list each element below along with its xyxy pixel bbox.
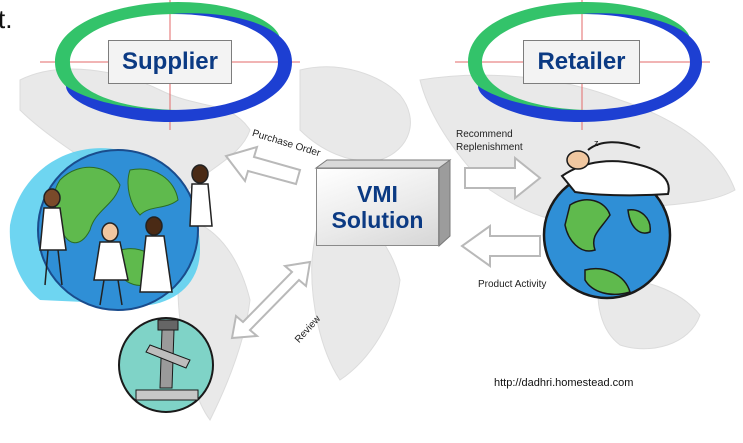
svg-text:z: z [594, 138, 599, 148]
vmi-line1: VMI [357, 181, 398, 207]
arrow-review [230, 260, 312, 340]
partial-heading-text: t. [0, 4, 13, 34]
microscope-icon [118, 317, 214, 413]
vmi-line2: Solution [331, 207, 424, 233]
arrow-product-activity [460, 224, 541, 268]
vmi-solution-box: VMI Solution [316, 168, 439, 246]
retailer-label-box: Retailer [523, 40, 640, 84]
supplier-label-box: Supplier [108, 40, 232, 84]
replenishment-text: Replenishment [456, 142, 523, 153]
recommend-replenishment-label: Recommend Replenishment [456, 128, 523, 154]
recommend-text: Recommend [456, 129, 513, 140]
globe-with-sleeping-man-icon: z [542, 138, 672, 300]
arrow-recommend-replenishment [464, 155, 542, 201]
retailer-label: Retailer [537, 48, 626, 75]
supplier-label: Supplier [121, 48, 218, 75]
globe-with-people-icon [9, 148, 213, 311]
product-activity-label: Product Activity [478, 279, 547, 290]
arrow-purchase-order [224, 145, 302, 186]
credit-url: http://dadhri.homestead.com [494, 377, 634, 389]
